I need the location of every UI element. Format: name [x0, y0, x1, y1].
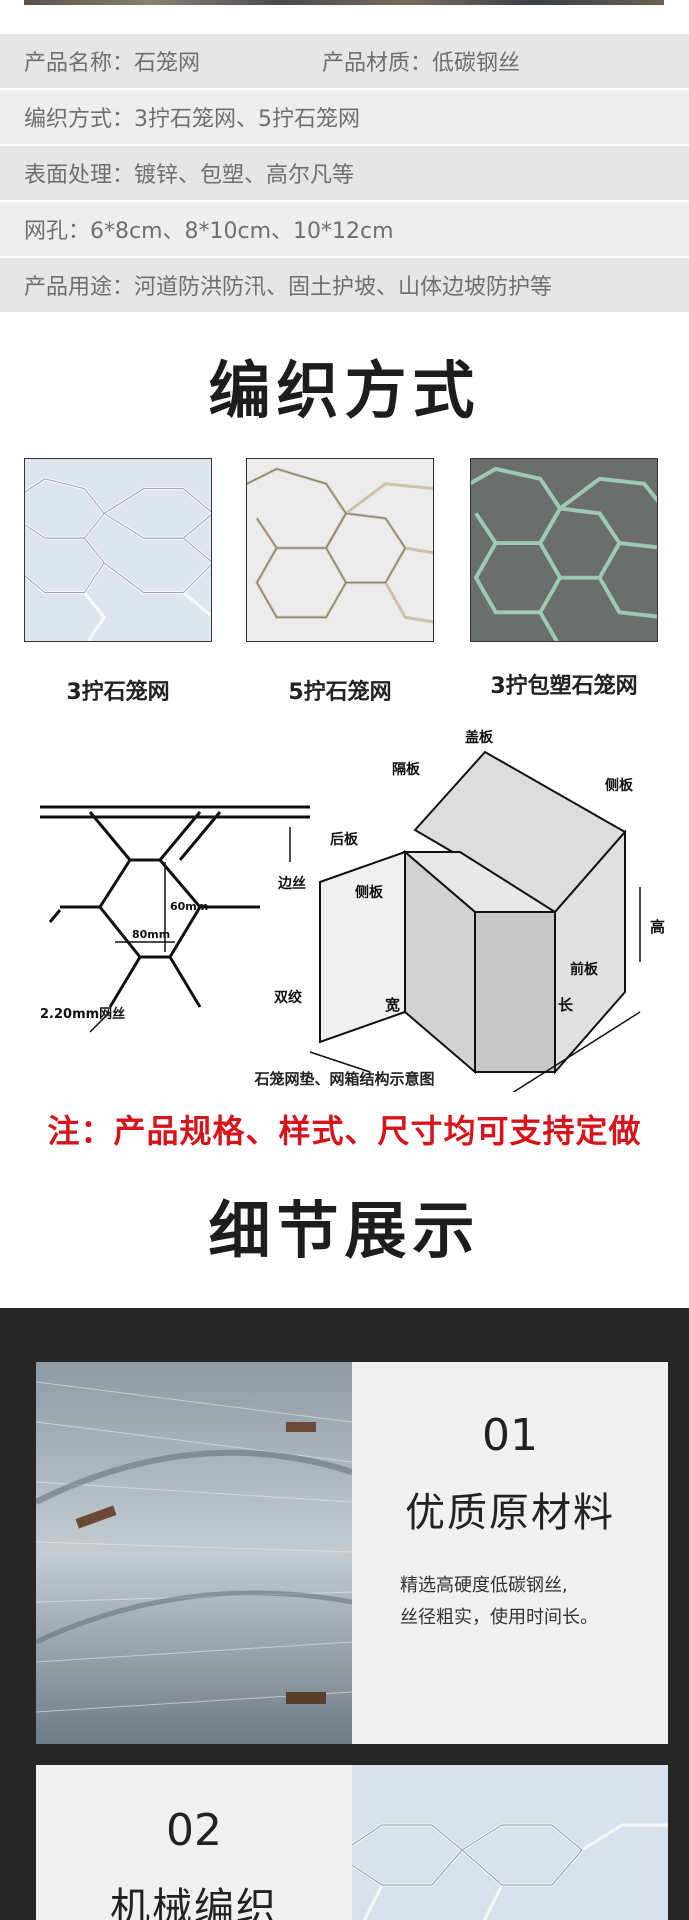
weave-label-3-twist: 3拧石笼网 [66, 680, 170, 705]
weave-photo-pvc-coated [470, 458, 658, 642]
spec-product-use: 产品用途：河道防洪防汛、固土护坡、山体边坡防护等 [24, 275, 553, 300]
label-side-right: 侧板 [605, 777, 634, 794]
label-length: 长 [558, 996, 574, 1014]
card-number: 01 [482, 1410, 538, 1461]
weave-label-5-twist: 5拧石笼网 [288, 680, 392, 705]
label-twist: 双绞 [274, 989, 302, 1006]
top-image-strip [0, 0, 689, 30]
label-back: 后板 [330, 831, 359, 848]
spec-table: 产品名称：石笼网 产品材质：低碳钢丝 编织方式：3拧石笼网、5拧石笼网 表面处理… [0, 34, 689, 314]
customization-note: 注：产品规格、样式、尺寸均可支持定做 [47, 1112, 642, 1150]
card-title: 优质原材料 [405, 1490, 615, 1536]
spec-surface-treatment: 表面处理：镀锌、包塑、高尔凡等 [24, 163, 355, 188]
detail-card-raw-material: 01 优质原材料 精选高硬度低碳钢丝, 丝径粗实，使用时间长。 [36, 1362, 668, 1744]
wire-coil-photo [36, 1362, 352, 1744]
card-description-line: 丝径粗实，使用时间长。 [400, 1607, 598, 1628]
structure-diagram: 边丝 60mm 80mm 双绞 2.20mm网丝 盖板 隔板 侧板 后板 侧板 … [20, 712, 670, 1092]
label-edge-wire: 边丝 [277, 875, 306, 892]
card-number: 02 [166, 1805, 222, 1856]
spec-mesh-size: 网孔：6*8cm、8*10cm、10*12cm [24, 219, 394, 244]
label-80mm: 80mm [132, 928, 170, 941]
weave-photo-3-twist [24, 458, 212, 642]
gabion-box-diagram [319, 750, 627, 1075]
spec-product-material: 产品材质：低碳钢丝 [322, 51, 521, 76]
mesh-diagram [40, 805, 310, 1008]
detail-heading: 细节展示 [208, 1194, 481, 1267]
label-wire: 2.20mm网丝 [40, 1006, 125, 1022]
woven-mesh-photo [352, 1765, 668, 1920]
spec-row-name: 产品名称：石笼网 产品材质：低碳钢丝 [0, 34, 689, 88]
card-title: 机械编织 [110, 1885, 278, 1920]
card-description: 精选高硬度低碳钢丝, 丝径粗实，使用时间长。 [400, 1570, 598, 1634]
spec-product-name: 产品名称：石笼网 [24, 51, 201, 76]
box-dimension-lines [309, 887, 641, 1092]
weave-heading: 编织方式 [208, 354, 481, 427]
spec-row-weave: 编织方式：3拧石笼网、5拧石笼网 [0, 90, 689, 144]
weave-photo-5-twist [246, 458, 434, 642]
label-height: 高 [650, 918, 665, 936]
product-photo-edge [24, 0, 664, 5]
spec-weave-method: 编织方式：3拧石笼网、5拧石笼网 [24, 107, 360, 132]
spec-row-mesh: 网孔：6*8cm、8*10cm、10*12cm [0, 202, 689, 256]
spec-row-surface: 表面处理：镀锌、包塑、高尔凡等 [0, 146, 689, 200]
diagram-caption: 石笼网垫、网箱结构示意图 [254, 1070, 435, 1088]
label-partition: 隔板 [392, 761, 421, 778]
label-cover: 盖板 [465, 729, 494, 746]
card-description-line: 精选高硬度低碳钢丝, [400, 1575, 568, 1596]
label-front: 前板 [570, 961, 599, 978]
label-width: 宽 [384, 996, 400, 1014]
label-60mm: 60mm [170, 900, 208, 913]
detail-card-machine-weave: 02 机械编织 [36, 1765, 668, 1920]
label-side-left: 侧板 [355, 884, 384, 901]
mesh-dimension-lines [89, 827, 291, 1033]
weave-label-pvc: 3拧包塑石笼网 [490, 674, 638, 699]
spec-row-use: 产品用途：河道防洪防汛、固土护坡、山体边坡防护等 [0, 258, 689, 312]
